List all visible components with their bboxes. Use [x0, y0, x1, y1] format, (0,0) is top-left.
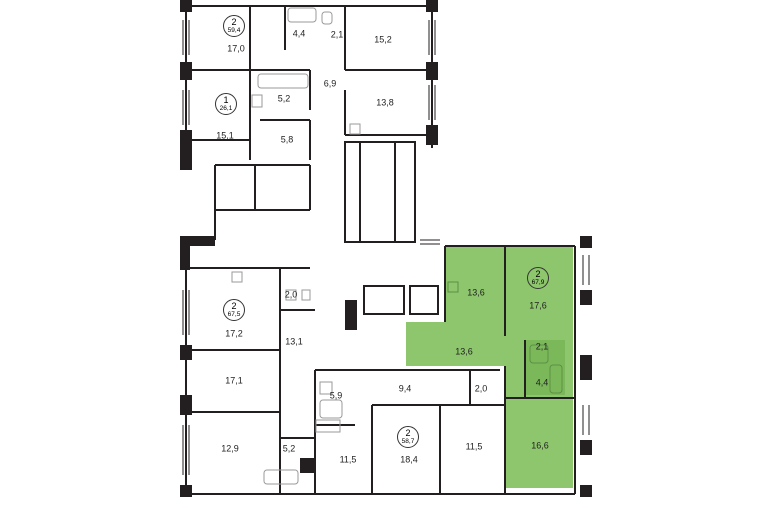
apartment-area: 67,9: [531, 279, 545, 286]
apartment-badge: 2 58,7: [397, 426, 419, 448]
room-area-label: 11,5: [465, 441, 483, 452]
room-area-label: 17,2: [225, 328, 243, 339]
room-area-label: 11,5: [339, 454, 357, 465]
room-area-label: 16,6: [531, 440, 549, 451]
room-area-label: 12,9: [221, 443, 239, 454]
room-area-label: 2,1: [330, 29, 344, 40]
room-area-label: 15,2: [374, 34, 392, 45]
room-area-label: 13,6: [467, 287, 485, 298]
apartment-rooms: 2: [231, 301, 237, 311]
highlighted-bathroom: [525, 340, 565, 395]
apartment-badge: 2 59,4: [223, 15, 245, 37]
apartment-badge: 2 67,5: [223, 299, 245, 321]
room-area-label: 13,1: [285, 336, 303, 347]
room-area-label: 9,4: [398, 383, 412, 394]
apartment-area: 26,1: [219, 105, 233, 112]
room-area-label: 17,0: [227, 43, 245, 54]
room-area-label: 13,6: [455, 346, 473, 357]
apartment-rooms: 1: [223, 95, 229, 105]
room-area-label: 4,4: [292, 28, 306, 39]
apartment-badge: 1 26,1: [215, 93, 237, 115]
highlighted-apartment[interactable]: [406, 246, 573, 488]
apartment-rooms: 2: [231, 17, 237, 27]
room-area-label: 2,0: [474, 383, 488, 394]
apartment-area: 59,4: [227, 27, 241, 34]
room-area-label: 5,2: [282, 443, 296, 454]
room-area-label: 2,0: [284, 289, 298, 300]
room-area-label: 17,6: [529, 300, 547, 311]
apartment-area: 58,7: [401, 438, 415, 445]
thick-walls: [180, 0, 592, 497]
windows: [182, 20, 590, 475]
room-area-label: 17,1: [225, 375, 243, 386]
apartment-rooms: 2: [405, 428, 411, 438]
room-area-label: 5,8: [280, 134, 294, 145]
room-area-label: 2,1: [535, 341, 549, 352]
room-area-label: 5,9: [329, 390, 343, 401]
room-area-label: 13,8: [376, 97, 394, 108]
room-area-label: 6,9: [323, 78, 337, 89]
fixtures: [231, 7, 563, 485]
room-area-label: 18,4: [400, 454, 418, 465]
room-area-label: 15,1: [216, 130, 234, 141]
room-area-label: 5,2: [277, 93, 291, 104]
apartment-area: 67,5: [227, 311, 241, 318]
apartment-badge-highlighted[interactable]: 2 67,9: [527, 267, 549, 289]
room-area-label: 4,4: [535, 377, 549, 388]
apartment-rooms: 2: [535, 269, 541, 279]
